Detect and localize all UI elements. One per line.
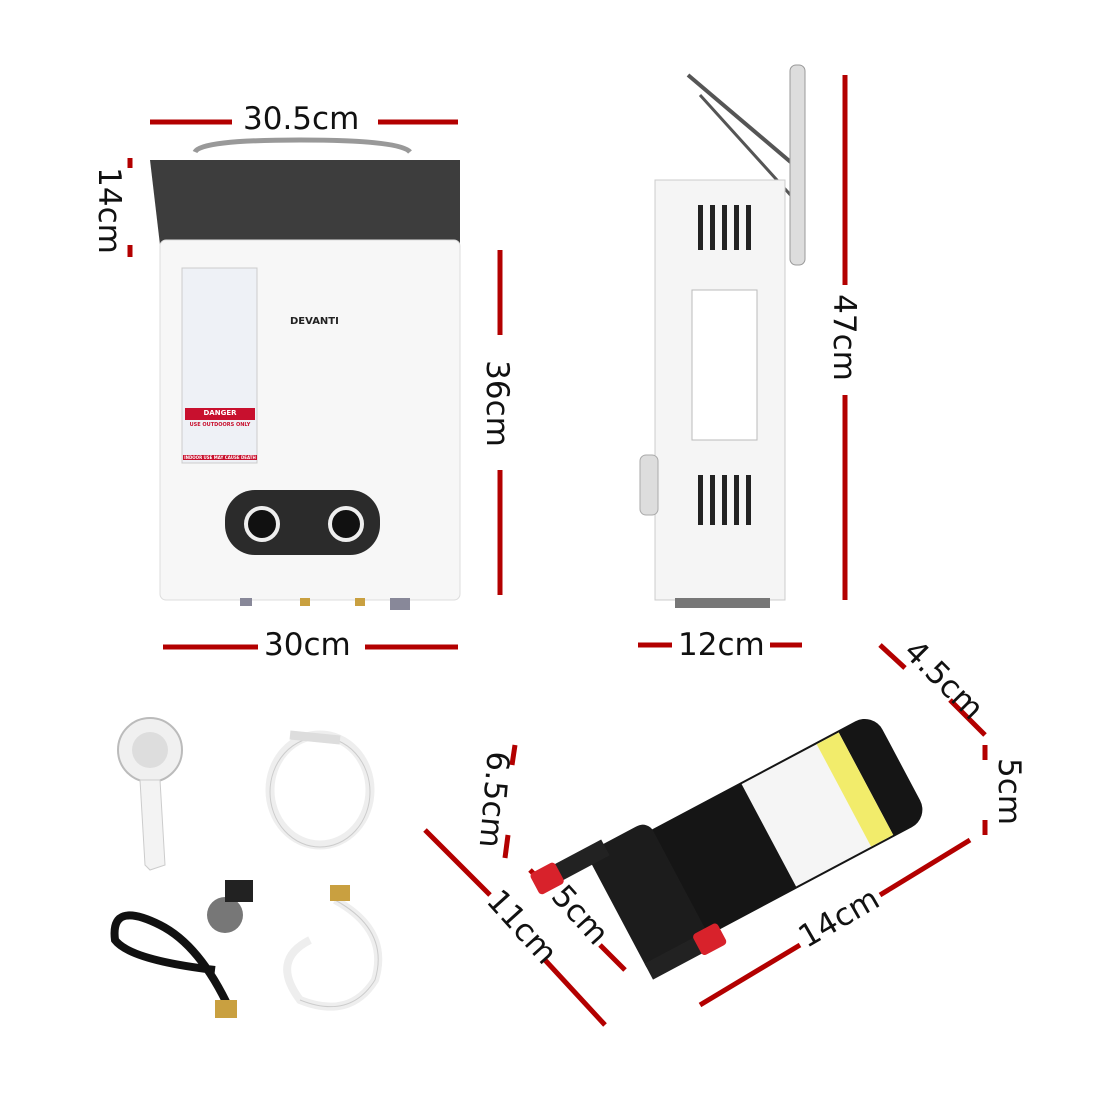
dimension-heater-body-height: 36cm: [478, 360, 515, 447]
dimension-lines: [127, 75, 988, 1027]
dimension-pump-end-height: 5cm: [990, 758, 1027, 825]
dimension-heater-total-height: 47cm: [825, 294, 862, 381]
shower-hose: [265, 730, 375, 850]
dimension-heater-bottom-width: 30cm: [264, 627, 351, 663]
water-pump: [530, 718, 923, 980]
dimension-heater-top-width: 30.5cm: [243, 101, 360, 137]
heater-side: [639, 64, 806, 608]
gas-regulator-hose: [110, 880, 253, 1018]
shower-head: [117, 717, 183, 871]
outdoors-label: USE OUTDOORS ONLY: [189, 422, 251, 428]
dimension-pump-inlet-height: 6.5cm: [471, 749, 516, 850]
water-tube: [283, 885, 383, 1011]
dimension-heater-depth: 12cm: [678, 627, 765, 663]
dimension-heater-cover-height: 14cm: [90, 167, 127, 254]
heater-front: [150, 137, 461, 610]
indoor-warning-label: INDOOR USE MAY CAUSE DEATH: [183, 455, 257, 460]
brand-logo: DEVANTI: [290, 316, 339, 327]
danger-label: DANGER: [203, 409, 237, 417]
